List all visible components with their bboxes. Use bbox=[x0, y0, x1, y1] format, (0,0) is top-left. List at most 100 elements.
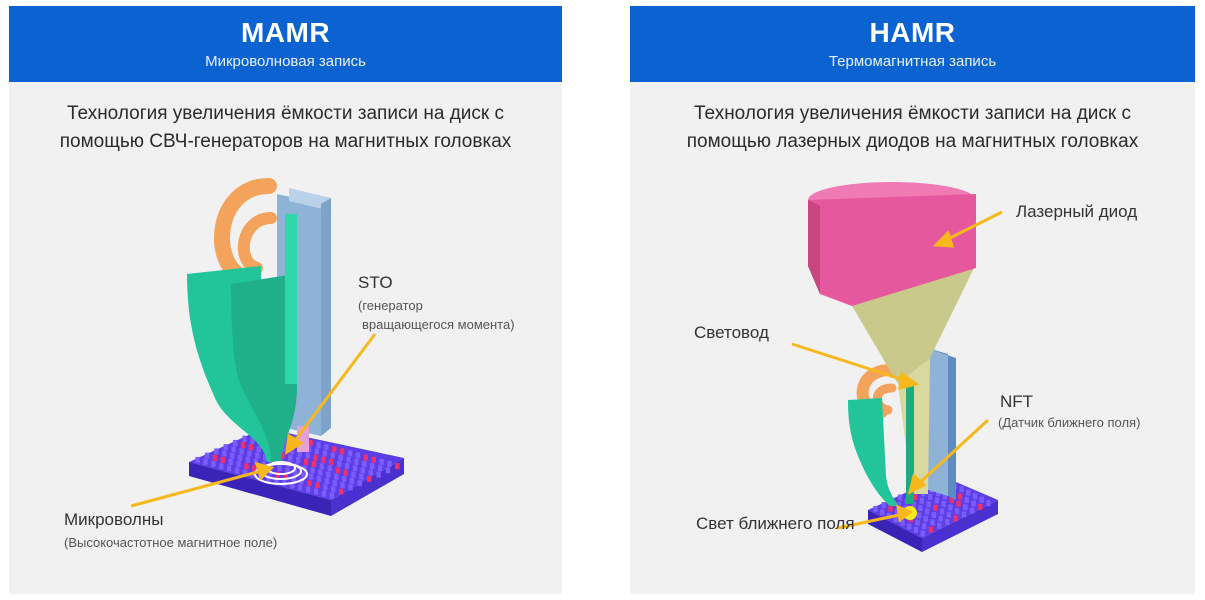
media-bit bbox=[291, 475, 296, 482]
mamr-description: Технология увеличения ёмкости записи на … bbox=[59, 103, 512, 152]
media-bit bbox=[223, 444, 228, 451]
media-bit bbox=[229, 452, 235, 459]
media-bit bbox=[873, 505, 878, 512]
hamr-subtitle: Термомагнитная запись bbox=[828, 53, 997, 70]
media-bit bbox=[318, 469, 323, 476]
media-bit bbox=[897, 494, 903, 501]
media-bit bbox=[360, 467, 366, 474]
media-bit bbox=[387, 460, 392, 467]
mamr-title: MAMR bbox=[240, 17, 331, 48]
media-bit bbox=[969, 507, 975, 514]
media-bit bbox=[250, 437, 255, 444]
near-field-light-label: Свет ближнего поля bbox=[696, 514, 855, 533]
media-bit bbox=[363, 454, 369, 461]
media-bit bbox=[220, 456, 225, 463]
media-bit bbox=[203, 459, 208, 466]
media-bit bbox=[332, 446, 337, 453]
media-bit bbox=[274, 478, 279, 485]
hamr-panel: HAMR Термомагнитная запись Технология ув… bbox=[630, 6, 1195, 594]
media-bit bbox=[219, 463, 224, 470]
media-bit bbox=[919, 497, 925, 504]
media-bit bbox=[893, 516, 898, 523]
media-bit bbox=[956, 500, 961, 507]
mamr-recording-media bbox=[189, 427, 404, 516]
media-bit bbox=[331, 486, 336, 493]
media-bit bbox=[283, 473, 289, 480]
media-bit bbox=[327, 465, 332, 472]
media-bit bbox=[195, 456, 200, 463]
media-bit bbox=[395, 463, 400, 470]
media-bit bbox=[232, 439, 238, 446]
media-bit bbox=[231, 446, 236, 453]
media-bit bbox=[242, 435, 247, 442]
laser-diode-label: Лазерный диод bbox=[1016, 202, 1138, 221]
media-bit bbox=[329, 458, 334, 465]
media-bit bbox=[285, 467, 290, 474]
media-bit bbox=[367, 475, 372, 482]
media-bit bbox=[239, 448, 244, 455]
media-bit bbox=[918, 505, 923, 512]
mamr-write-pole bbox=[187, 214, 297, 462]
media-bit bbox=[311, 461, 317, 468]
media-bit bbox=[297, 450, 302, 457]
media-bit bbox=[957, 493, 963, 500]
media-bit bbox=[237, 454, 243, 461]
media-bit bbox=[336, 461, 342, 468]
media-bit bbox=[244, 463, 249, 470]
media-bit bbox=[339, 448, 345, 455]
media-bit bbox=[338, 488, 344, 495]
media-bit bbox=[290, 482, 295, 489]
hamr-illustration bbox=[791, 182, 1003, 552]
media-bit bbox=[931, 512, 937, 519]
nft-label: NFT bbox=[1000, 392, 1034, 411]
media-bit bbox=[281, 446, 287, 453]
media-bit bbox=[329, 492, 334, 499]
media-bit bbox=[954, 507, 960, 514]
microwaves-label: Микроволны bbox=[64, 510, 164, 529]
media-bit bbox=[247, 450, 252, 457]
media-bit bbox=[979, 496, 984, 503]
hamr-title: HAMR bbox=[869, 17, 956, 48]
media-bit bbox=[300, 471, 306, 478]
media-bit bbox=[280, 452, 285, 459]
media-bit bbox=[316, 441, 321, 448]
media-bit bbox=[306, 446, 312, 453]
media-bit bbox=[283, 439, 288, 446]
media-bit bbox=[357, 480, 363, 487]
media-bit bbox=[352, 465, 358, 472]
media-bit bbox=[308, 439, 313, 446]
media-bit bbox=[348, 484, 353, 491]
media-bit bbox=[236, 461, 241, 468]
media-bit bbox=[234, 467, 240, 474]
media-bit bbox=[913, 526, 919, 533]
media-bit bbox=[313, 488, 319, 495]
microwaves-note: (Высокочастотное магнитное поле) bbox=[64, 535, 278, 550]
media-bit bbox=[351, 471, 356, 478]
media-bit bbox=[319, 463, 325, 470]
media-bit bbox=[248, 444, 254, 451]
media-bit bbox=[972, 493, 978, 500]
media-bit bbox=[252, 465, 257, 472]
media-bit bbox=[939, 508, 945, 515]
media-bit bbox=[933, 504, 938, 511]
media-bit bbox=[344, 463, 350, 470]
media-bit bbox=[978, 503, 983, 510]
media-bit bbox=[305, 452, 310, 459]
media-bit bbox=[314, 448, 320, 455]
media-bit bbox=[303, 458, 309, 465]
media-bit bbox=[338, 454, 343, 461]
media-bit bbox=[253, 458, 259, 465]
media-bit bbox=[881, 502, 886, 509]
media-bit bbox=[896, 501, 901, 508]
media-bit bbox=[961, 511, 967, 518]
media-bit bbox=[288, 454, 293, 461]
media-bit bbox=[930, 519, 935, 526]
media-bit bbox=[266, 475, 271, 482]
media-bit bbox=[986, 500, 991, 507]
media-bit bbox=[880, 509, 885, 516]
media-bit bbox=[310, 467, 315, 474]
mamr-panel: MAMR Микроволновая запись Технология уве… bbox=[9, 6, 562, 594]
hamr-write-pole bbox=[848, 386, 914, 506]
media-bit bbox=[302, 465, 307, 472]
media-bit bbox=[938, 515, 943, 522]
